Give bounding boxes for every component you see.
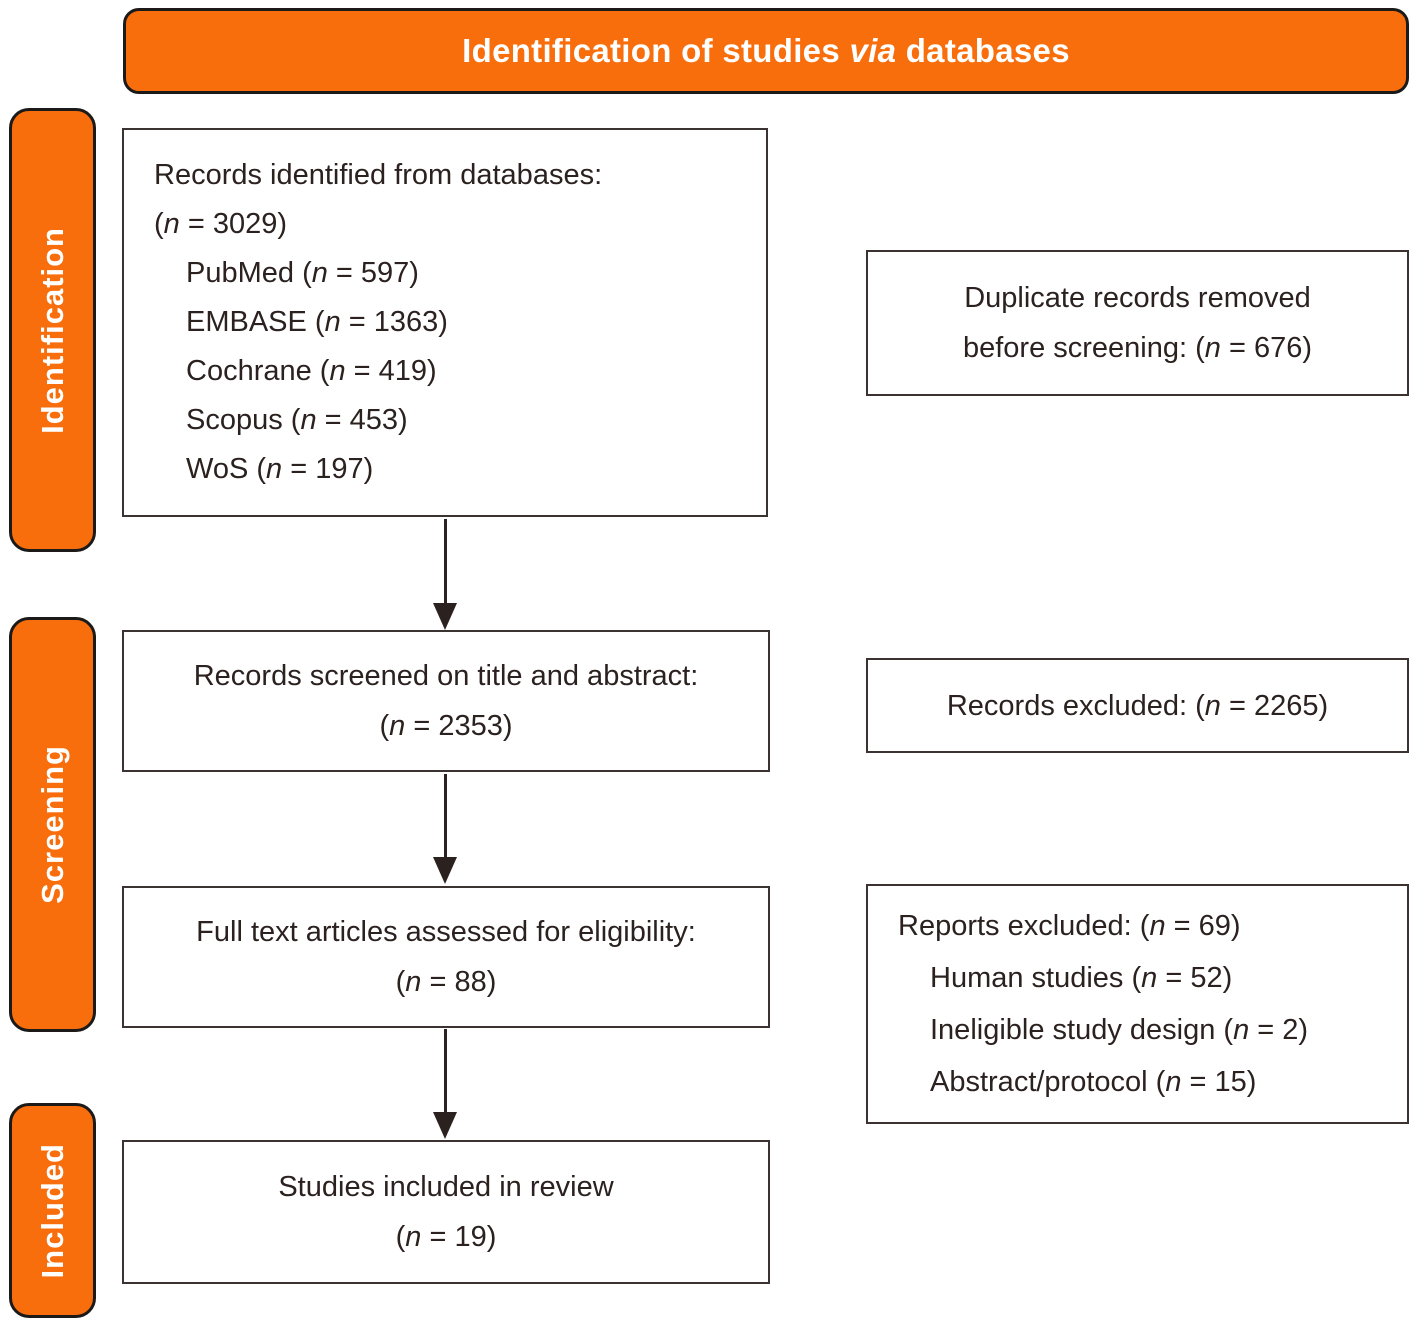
stage-label-screening: Screening (9, 617, 96, 1032)
text-segment: = 597) (327, 257, 419, 289)
box-records-identified: Records identified from databases: (n = … (122, 128, 768, 517)
text-segment: = 15) (1181, 1066, 1257, 1098)
stage-label-identification: Identification (9, 108, 96, 552)
box-reports-excluded: Reports excluded: (n = 69) Human studies… (866, 884, 1409, 1124)
text-segment: = 3029) (179, 208, 288, 240)
title-text: Identification of studies (462, 32, 850, 69)
n-italic: n (389, 710, 406, 742)
title-italic-via: via (849, 32, 897, 69)
text-segment: Reports excluded: ( (898, 910, 1150, 942)
text-segment: = 676) (1220, 332, 1313, 364)
text-segment: Ineligible study design ( (930, 1014, 1234, 1046)
text-segment: Scopus ( (186, 404, 301, 436)
box-duplicates-removed: Duplicate records removed before screeni… (866, 250, 1409, 396)
text-segment: ( (395, 1221, 406, 1253)
text-segment: = 88) (421, 966, 497, 998)
text-line-scopus: Scopus (n = 453) (154, 396, 408, 445)
text-line: Records excluded: (n = 2265) (947, 681, 1328, 731)
arrow-head-icon (433, 857, 457, 884)
header-banner: Identification of studies via databases (123, 8, 1409, 94)
arrow-shaft (443, 519, 447, 603)
stage-label-included: Included (9, 1103, 96, 1318)
arrow-identified-to-screened (433, 519, 457, 630)
box-records-screened: Records screened on title and abstract: … (122, 630, 770, 772)
text-segment: before screening: ( (962, 332, 1205, 364)
n-italic: n (266, 453, 283, 485)
stage-label-text: Identification (34, 226, 70, 434)
text-segment: EMBASE ( (186, 306, 325, 338)
text-segment: Records screened on title and abstract: (193, 660, 699, 692)
page-title: Identification of studies via databases (462, 32, 1070, 70)
text-segment: = 19) (421, 1221, 497, 1253)
text-line: (n = 2353) (379, 701, 512, 751)
text-line: (n = 88) (396, 957, 497, 1007)
text-segment: = 1363) (340, 306, 448, 338)
text-segment: ( (154, 208, 164, 240)
n-italic: n (1204, 332, 1221, 364)
text-line-human-studies: Human studies (n = 52) (898, 952, 1232, 1004)
text-line: Reports excluded: (n = 69) (898, 900, 1241, 952)
text-line: Duplicate records removed (964, 273, 1311, 323)
text-line: Records screened on title and abstract: (194, 651, 699, 701)
box-fulltext-assessed: Full text articles assessed for eligibil… (122, 886, 770, 1028)
text-line-embase: EMBASE (n = 1363) (154, 298, 448, 347)
text-segment: = 419) (345, 355, 437, 387)
stage-label-text: Screening (34, 745, 70, 904)
text-segment: PubMed ( (186, 257, 312, 289)
arrow-shaft (443, 1029, 447, 1112)
n-italic: n (405, 1221, 422, 1253)
n-italic: n (324, 306, 341, 338)
text-line: (n = 19) (396, 1212, 497, 1262)
text-line: Full text articles assessed for eligibil… (196, 907, 696, 957)
text-segment: Human studies ( (930, 962, 1142, 994)
text-segment: Cochrane ( (186, 355, 330, 387)
text-segment: Studies included in review (278, 1171, 614, 1203)
text-line: Studies included in review (278, 1162, 613, 1212)
arrow-fulltext-to-included (433, 1029, 457, 1139)
text-line-wos: WoS (n = 197) (154, 445, 373, 494)
n-italic: n (1233, 1014, 1250, 1046)
arrow-shaft (443, 774, 447, 857)
text-segment: Records identified from databases: (154, 159, 603, 191)
arrow-head-icon (433, 1112, 457, 1139)
text-segment: = 2265) (1220, 689, 1329, 722)
text-segment: = 453) (316, 404, 408, 436)
n-italic: n (311, 257, 328, 289)
text-line-cochrane: Cochrane (n = 419) (154, 347, 437, 396)
n-italic: n (1165, 1066, 1182, 1098)
text-segment: Duplicate records removed (964, 282, 1311, 314)
arrow-head-icon (433, 603, 457, 630)
n-italic: n (1141, 962, 1158, 994)
text-line: Records identified from databases: (154, 151, 602, 200)
text-line-pubmed: PubMed (n = 597) (154, 249, 419, 298)
arrow-screened-to-fulltext (433, 774, 457, 884)
box-records-excluded: Records excluded: (n = 2265) (866, 658, 1409, 753)
text-segment: Records excluded: ( (946, 689, 1205, 722)
text-segment: Abstract/protocol ( (930, 1066, 1166, 1098)
n-italic: n (329, 355, 346, 387)
text-segment: = 52) (1157, 962, 1233, 994)
text-segment: = 2) (1249, 1014, 1309, 1046)
n-italic: n (405, 966, 422, 998)
text-segment: WoS ( (186, 453, 267, 485)
text-segment: ( (395, 966, 406, 998)
text-line: before screening: (n = 676) (963, 323, 1312, 373)
stage-label-text: Included (34, 1142, 70, 1279)
text-line-ineligible-design: Ineligible study design (n = 2) (898, 1004, 1308, 1056)
n-italic: n (1149, 910, 1166, 942)
n-italic: n (300, 404, 317, 436)
n-italic: n (163, 208, 180, 240)
text-line: (n = 3029) (154, 200, 287, 249)
text-segment: Full text articles assessed for eligibil… (196, 916, 696, 948)
text-segment: ( (379, 710, 390, 742)
text-segment: = 2353) (405, 710, 513, 742)
text-line-abstract-protocol: Abstract/protocol (n = 15) (898, 1056, 1256, 1108)
text-segment: = 69) (1165, 910, 1241, 942)
text-segment: = 197) (282, 453, 374, 485)
n-italic: n (1204, 689, 1221, 722)
title-text: databases (896, 32, 1070, 69)
box-studies-included: Studies included in review (n = 19) (122, 1140, 770, 1284)
